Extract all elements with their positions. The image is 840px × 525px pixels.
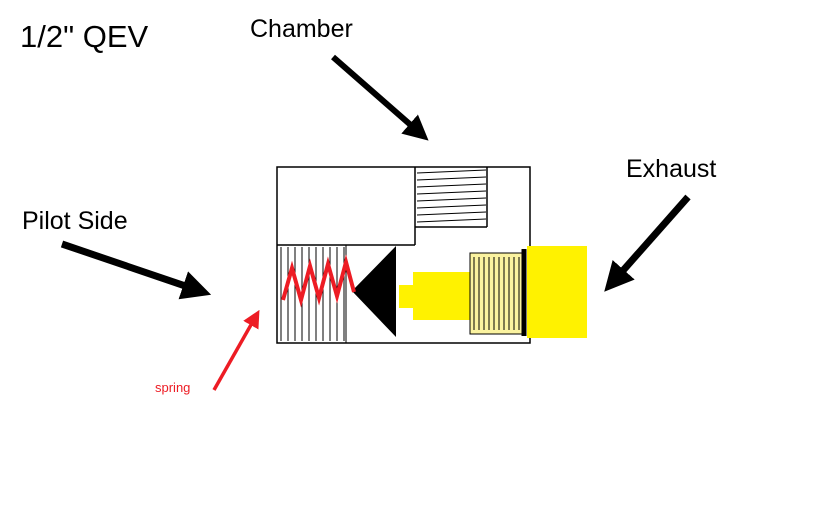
exhaust-arrow: [604, 194, 691, 292]
spring-label: spring: [155, 380, 191, 395]
spring-arrow: [212, 309, 260, 391]
chamber-arrow: [331, 54, 429, 141]
pilot-side-arrow: [60, 240, 212, 300]
exhaust-block: [527, 246, 587, 338]
chamber-label: Chamber: [250, 15, 353, 43]
diagram-title: 1/2" QEV: [20, 19, 149, 54]
spring-coil: [281, 254, 356, 308]
exhaust-stem: [399, 272, 470, 320]
chamber-threads: [416, 169, 487, 223]
poppet-triangle: [352, 246, 396, 337]
pilot-side-label: Pilot Side: [22, 207, 128, 235]
exhaust-label: Exhaust: [626, 155, 717, 183]
exhaust-collar: [469, 252, 523, 335]
